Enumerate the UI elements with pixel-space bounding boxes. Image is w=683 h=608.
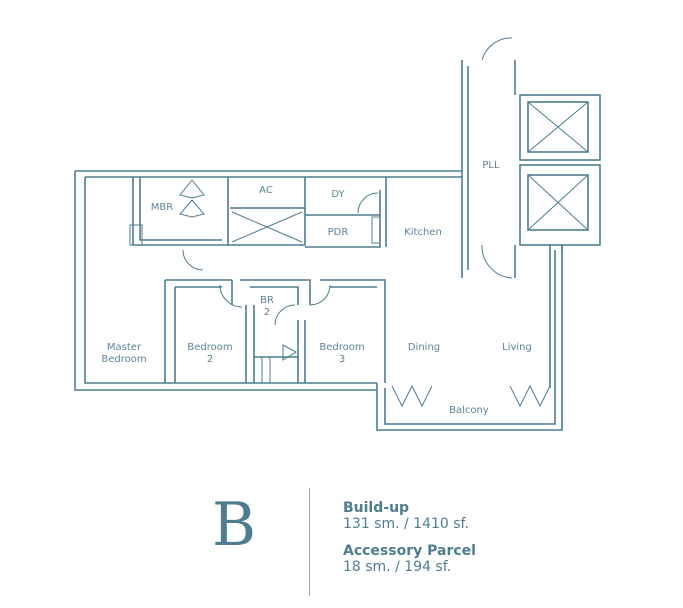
accessory-value: 18 sm. / 194 sf. <box>343 559 452 575</box>
room-label-kitchen: Kitchen <box>404 227 442 238</box>
room-label-master-2: Bedroom <box>101 354 146 365</box>
unit-type-letter: B <box>212 490 257 560</box>
room-label-living: Living <box>502 342 532 353</box>
room-label-pll: PLL <box>482 160 500 171</box>
room-label-mbr: MBR <box>151 202 173 213</box>
room-label-bedroom2-2: 2 <box>207 354 213 365</box>
room-label-br2-1: BR <box>260 295 274 306</box>
room-label-bedroom3-1: Bedroom <box>319 342 364 353</box>
room-label-dy: DY <box>331 189 345 200</box>
buildup-value: 131 sm. / 1410 sf. <box>343 516 469 532</box>
room-label-balcony: Balcony <box>449 405 489 416</box>
room-label-bedroom2-1: Bedroom <box>187 342 232 353</box>
room-label-dining: Dining <box>408 342 440 353</box>
legend-divider <box>309 488 310 596</box>
walls <box>74 37 601 431</box>
buildup-label: Build-up <box>343 500 410 516</box>
accessory-label: Accessory Parcel <box>343 543 476 559</box>
room-label-bedroom3-2: 3 <box>339 354 345 365</box>
room-label-br2-2: 2 <box>264 307 270 318</box>
room-label-pdr: PDR <box>328 227 349 238</box>
room-label-master-1: Master <box>107 342 142 353</box>
room-label-ac: AC <box>259 185 273 196</box>
